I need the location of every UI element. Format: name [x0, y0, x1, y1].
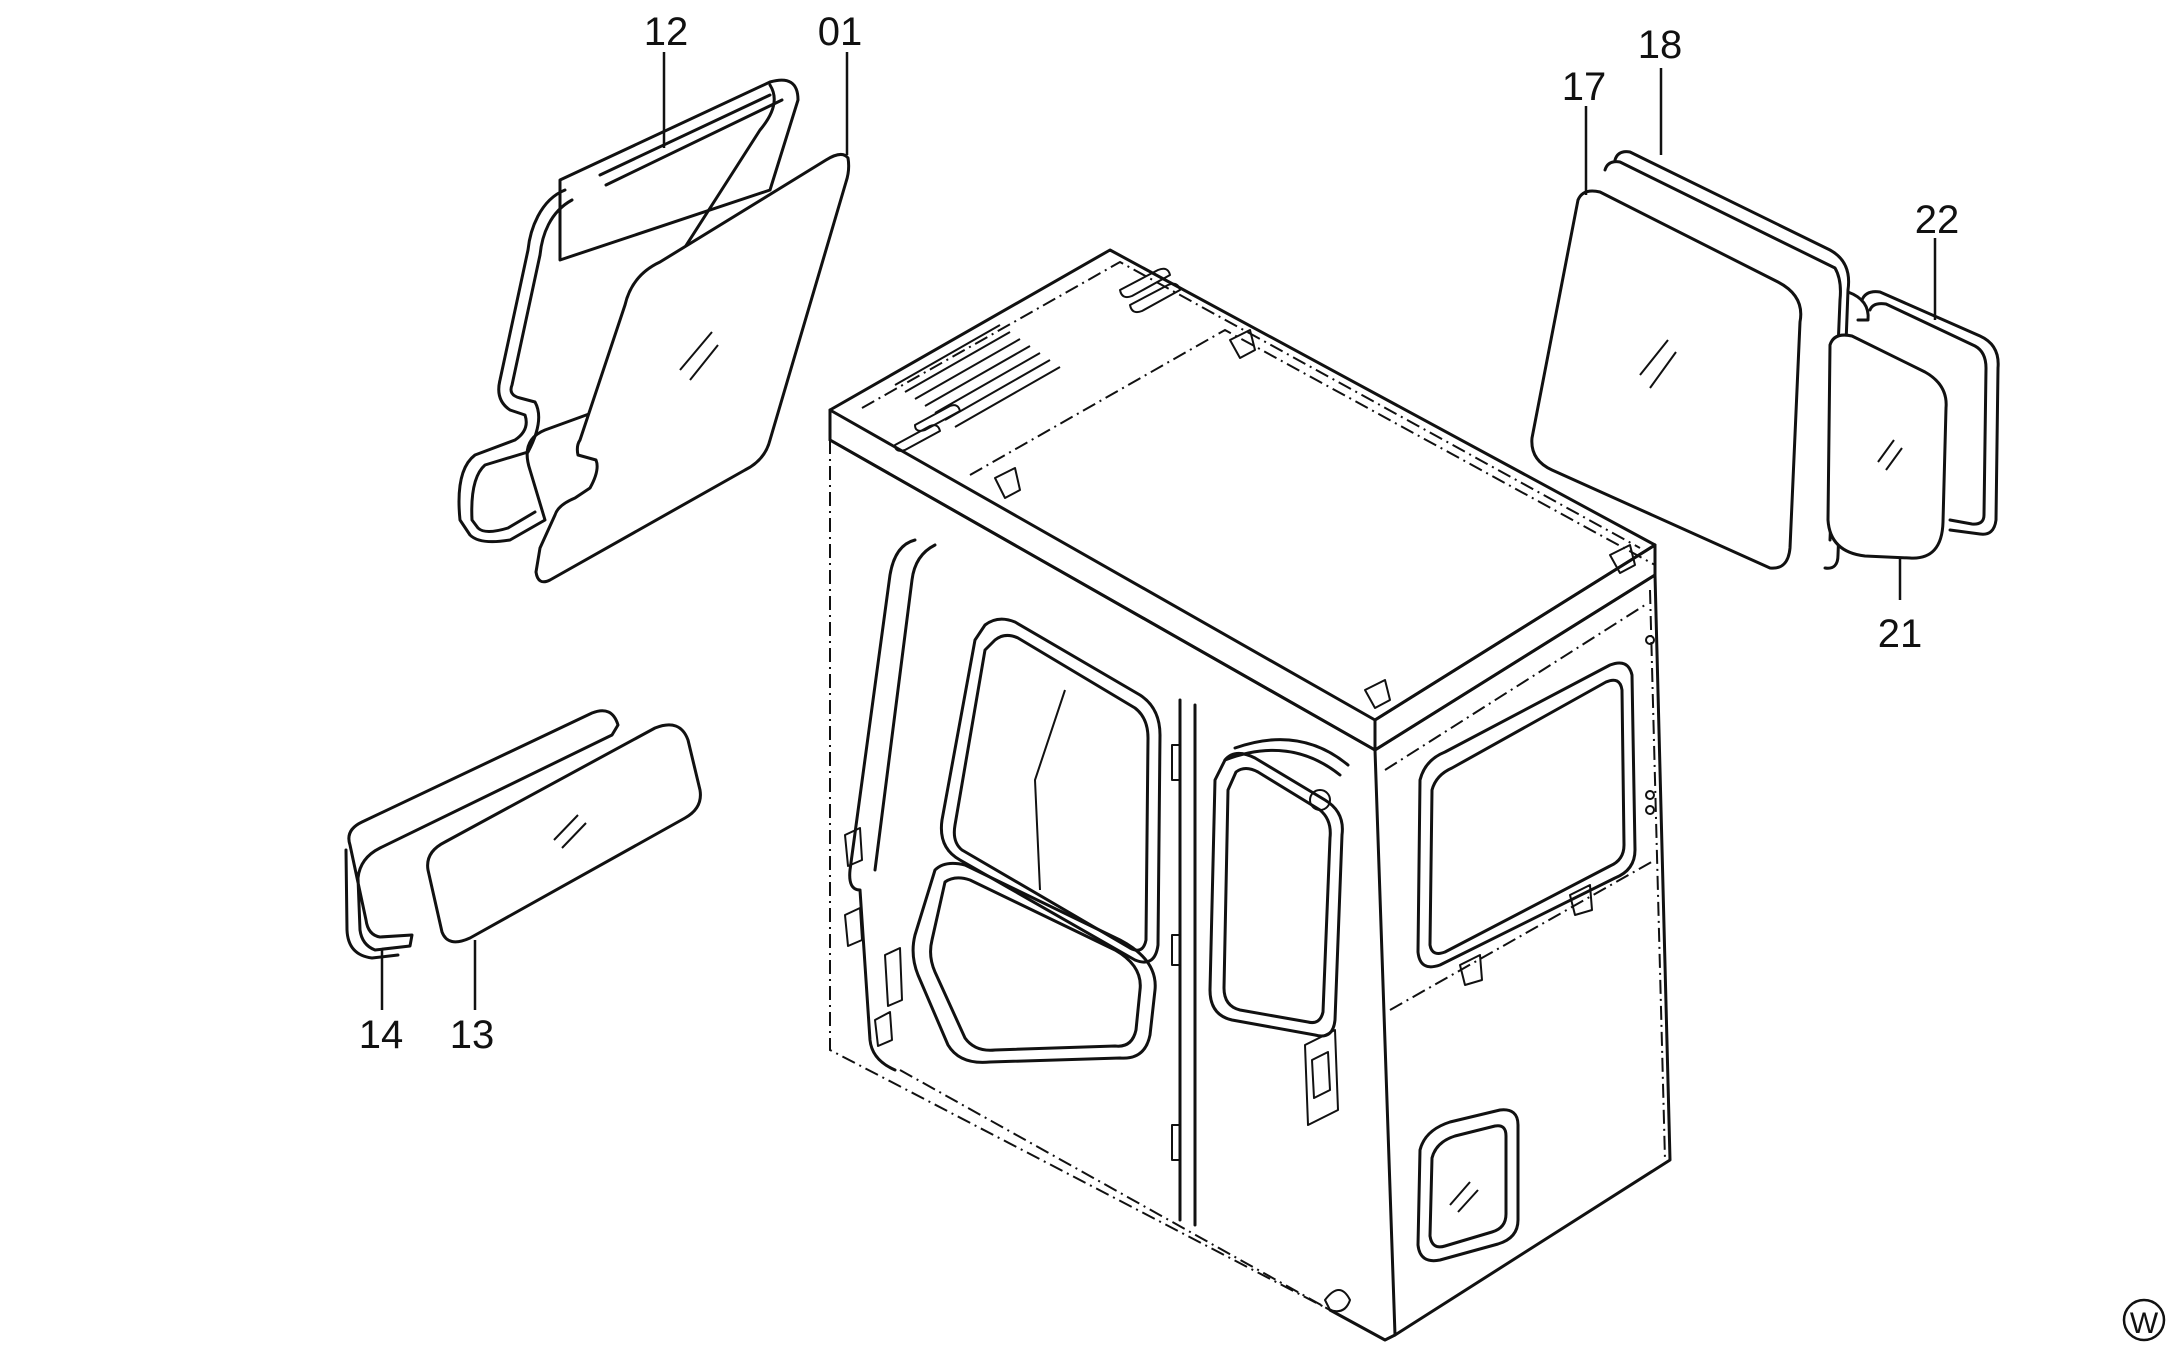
rear-side-window	[1208, 738, 1350, 1038]
callout-01: 01	[818, 10, 863, 54]
callout-18: 18	[1638, 23, 1683, 67]
callout-13: 13	[450, 1013, 495, 1057]
door-upper-window	[939, 617, 1162, 964]
rear-window-glass-21	[1826, 333, 1948, 560]
side-window-seal-18	[1603, 150, 1870, 570]
roof-vent-slots	[894, 267, 1181, 452]
side-window-glass-17	[1530, 189, 1803, 570]
callout-14: 14	[359, 1013, 404, 1057]
variant-badge: W	[2122, 1298, 2166, 1342]
callout-17: 17	[1562, 65, 1607, 109]
callout-12: 12	[644, 10, 689, 54]
callout-21: 21	[1878, 612, 1923, 656]
lower-window-seal-14	[344, 709, 620, 960]
rear-window-seal-22	[1860, 290, 2000, 536]
callout-22: 22	[1915, 198, 1960, 242]
variant-badge-letter: W	[2130, 1307, 2159, 1340]
lower-side-glass	[1416, 1108, 1520, 1263]
front-window-glass-01	[534, 153, 851, 584]
operator-cab	[828, 248, 1672, 1342]
door-lower-window	[911, 861, 1157, 1064]
right-side-window	[1416, 661, 1637, 986]
front-window-seal-12	[457, 78, 800, 544]
lower-window-glass-13	[426, 723, 702, 944]
